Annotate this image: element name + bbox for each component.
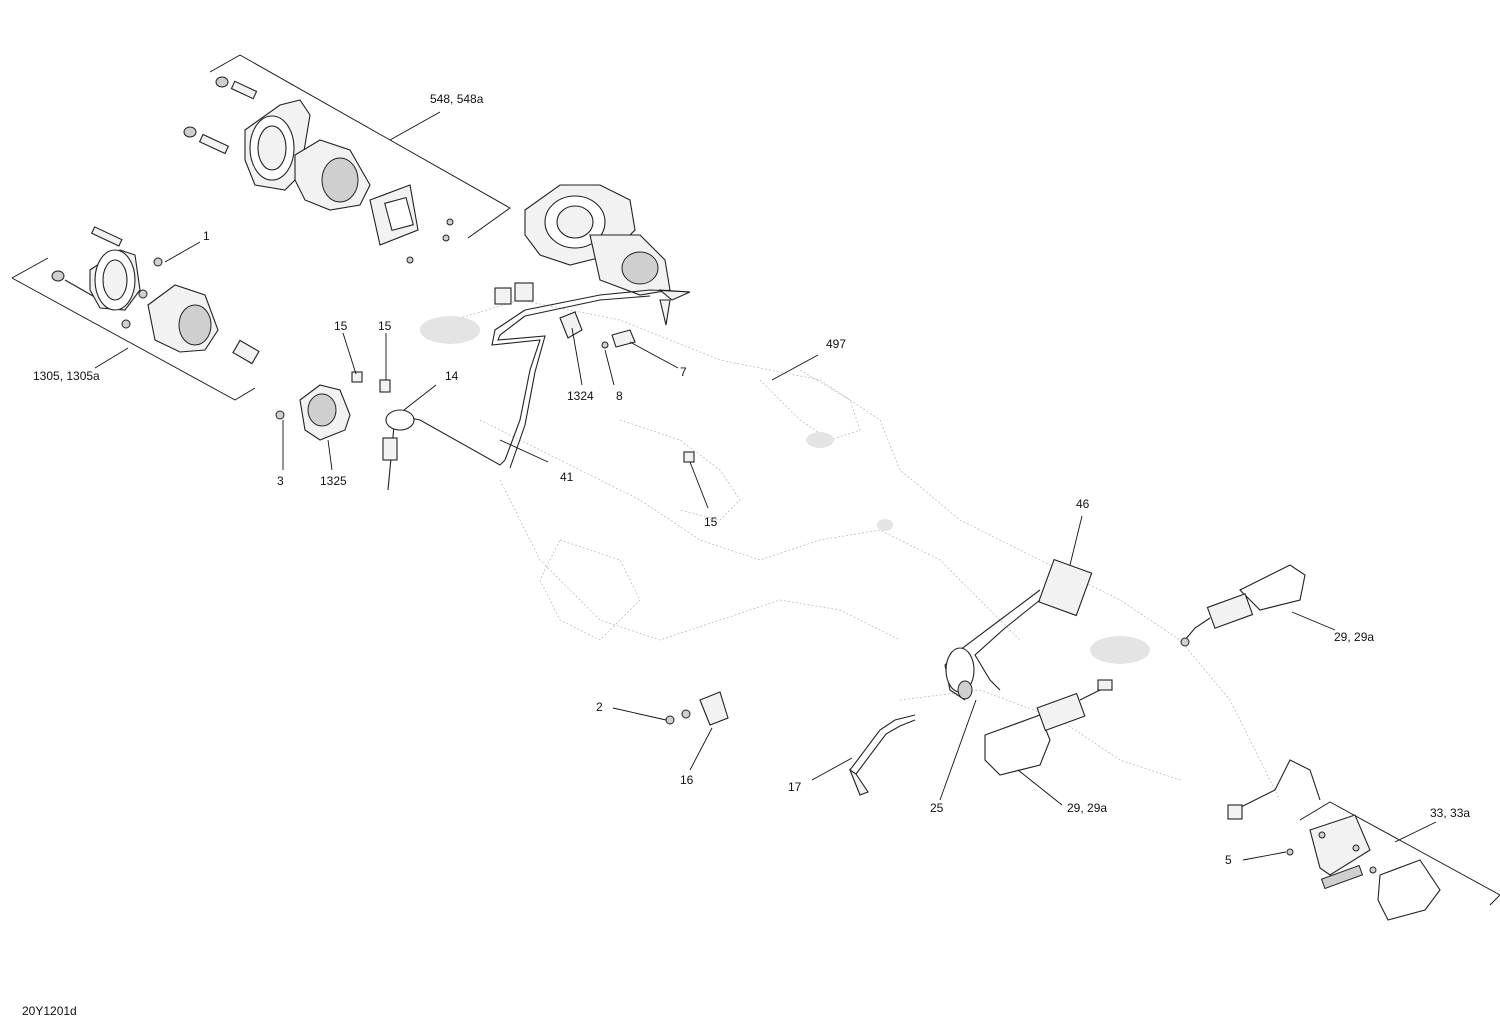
callout-17: 17 xyxy=(788,780,802,794)
arm-17 xyxy=(848,714,916,796)
frame-33 xyxy=(1299,801,1500,906)
frame-1305 xyxy=(11,257,256,401)
callout-8: 8 xyxy=(616,389,623,403)
callout-labels: 548, 548a 1 1305, 1305a 15 15 14 1324 8 … xyxy=(33,92,1470,867)
turn-signal-right xyxy=(1180,564,1306,647)
callout-1325: 1325 xyxy=(320,474,347,488)
callout-14: 14 xyxy=(445,369,459,383)
callout-1305: 1305, 1305a xyxy=(33,369,100,383)
callout-5: 5 xyxy=(1225,853,1232,867)
callout-29-lower: 29, 29a xyxy=(1067,801,1107,815)
callout-16: 16 xyxy=(680,773,694,787)
headlamp-center-module xyxy=(524,184,691,326)
headlamp-548-assembly xyxy=(183,76,454,264)
chassis-ghost-outline xyxy=(419,299,1281,801)
figure-code: 20Y1201d xyxy=(22,1004,77,1018)
headlamp-1305-assembly xyxy=(51,226,260,365)
callout-1324: 1324 xyxy=(567,389,594,403)
horn-1325 xyxy=(275,384,351,441)
leader-lines xyxy=(94,111,1437,861)
callout-3: 3 xyxy=(277,474,284,488)
callout-25: 25 xyxy=(930,801,944,815)
small-parts-center xyxy=(351,311,695,463)
harness-46-25 xyxy=(944,558,1093,701)
callout-29-upper: 29, 29a xyxy=(1334,630,1374,644)
turn-signal-left xyxy=(984,679,1113,776)
frame-548 xyxy=(209,54,511,239)
rear-light-33 xyxy=(1227,759,1441,921)
callout-1: 1 xyxy=(203,229,210,243)
callout-15-mid: 15 xyxy=(378,319,392,333)
callout-15-left: 15 xyxy=(334,319,348,333)
wiring-harness-41 xyxy=(382,282,691,491)
callout-548: 548, 548a xyxy=(430,92,484,106)
callout-46: 46 xyxy=(1076,497,1090,511)
callout-497: 497 xyxy=(826,337,846,351)
callout-33: 33, 33a xyxy=(1430,806,1470,820)
callout-15-right: 15 xyxy=(704,515,718,529)
callout-7: 7 xyxy=(680,365,687,379)
callout-41: 41 xyxy=(560,470,574,484)
callout-2: 2 xyxy=(596,700,603,714)
bracket-16 xyxy=(665,691,729,726)
